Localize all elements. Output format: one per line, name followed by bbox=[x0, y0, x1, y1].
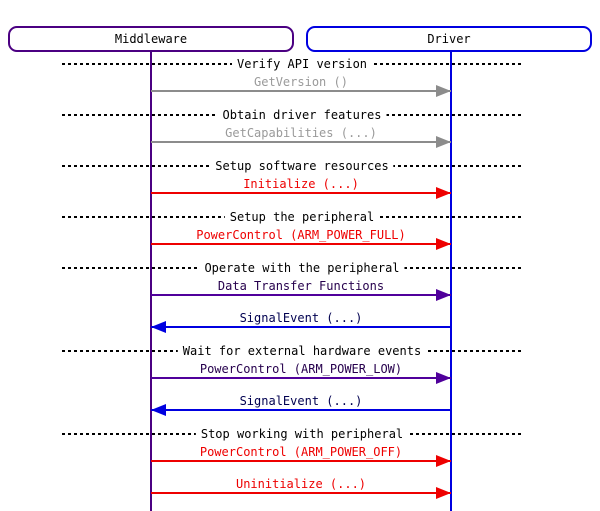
arrowhead-right-icon bbox=[436, 487, 451, 499]
message-label: Uninitialize (...) bbox=[235, 477, 367, 491]
message-label: PowerControl (ARM_POWER_LOW) bbox=[199, 362, 403, 376]
message-arrow-line bbox=[151, 294, 451, 296]
message-arrow-line bbox=[151, 492, 451, 494]
message-arrow-line bbox=[151, 90, 451, 92]
message-arrow-line bbox=[151, 192, 451, 194]
lifeline-middleware bbox=[150, 52, 152, 511]
message-label: GetVersion () bbox=[254, 75, 348, 89]
message-label: GetCapabilities (...) bbox=[225, 126, 377, 140]
separator-label: Stop working with peripheral bbox=[195, 426, 409, 442]
participant-label-driver: Driver bbox=[427, 32, 471, 46]
separator-label: Obtain driver features bbox=[217, 107, 387, 123]
separator-label: Operate with the peripheral bbox=[199, 260, 405, 276]
message-arrow-line bbox=[151, 460, 451, 462]
message-label: PowerControl (ARM_POWER_OFF) bbox=[199, 445, 403, 459]
arrowhead-right-icon bbox=[436, 85, 451, 97]
message-arrow-line bbox=[151, 243, 451, 245]
arrowhead-right-icon bbox=[436, 372, 451, 384]
arrowhead-right-icon bbox=[436, 136, 451, 148]
participant-box-driver: Driver bbox=[306, 26, 592, 52]
arrowhead-left-icon bbox=[151, 404, 166, 416]
message-arrow-line bbox=[151, 377, 451, 379]
message-label: Initialize (...) bbox=[243, 177, 359, 191]
lifeline-driver bbox=[450, 52, 452, 511]
message-label: SignalEvent (...) bbox=[239, 394, 363, 408]
message-arrow-line bbox=[151, 409, 451, 411]
message-label: Data Transfer Functions bbox=[217, 279, 385, 293]
separator-label: Wait for external hardware events bbox=[177, 343, 427, 359]
arrowhead-right-icon bbox=[436, 238, 451, 250]
participant-box-middleware: Middleware bbox=[8, 26, 294, 52]
arrowhead-right-icon bbox=[436, 187, 451, 199]
message-label: PowerControl (ARM_POWER_FULL) bbox=[196, 228, 406, 242]
separator-label: Setup software resources bbox=[210, 158, 394, 174]
separator-label: Verify API version bbox=[231, 56, 373, 72]
separator-label: Setup the peripheral bbox=[224, 209, 380, 225]
arrowhead-right-icon bbox=[436, 455, 451, 467]
message-label: SignalEvent (...) bbox=[239, 311, 363, 325]
message-arrow-line bbox=[151, 326, 451, 328]
participant-label-middleware: Middleware bbox=[114, 32, 188, 46]
arrowhead-left-icon bbox=[151, 321, 166, 333]
arrowhead-right-icon bbox=[436, 289, 451, 301]
message-arrow-line bbox=[151, 141, 451, 143]
